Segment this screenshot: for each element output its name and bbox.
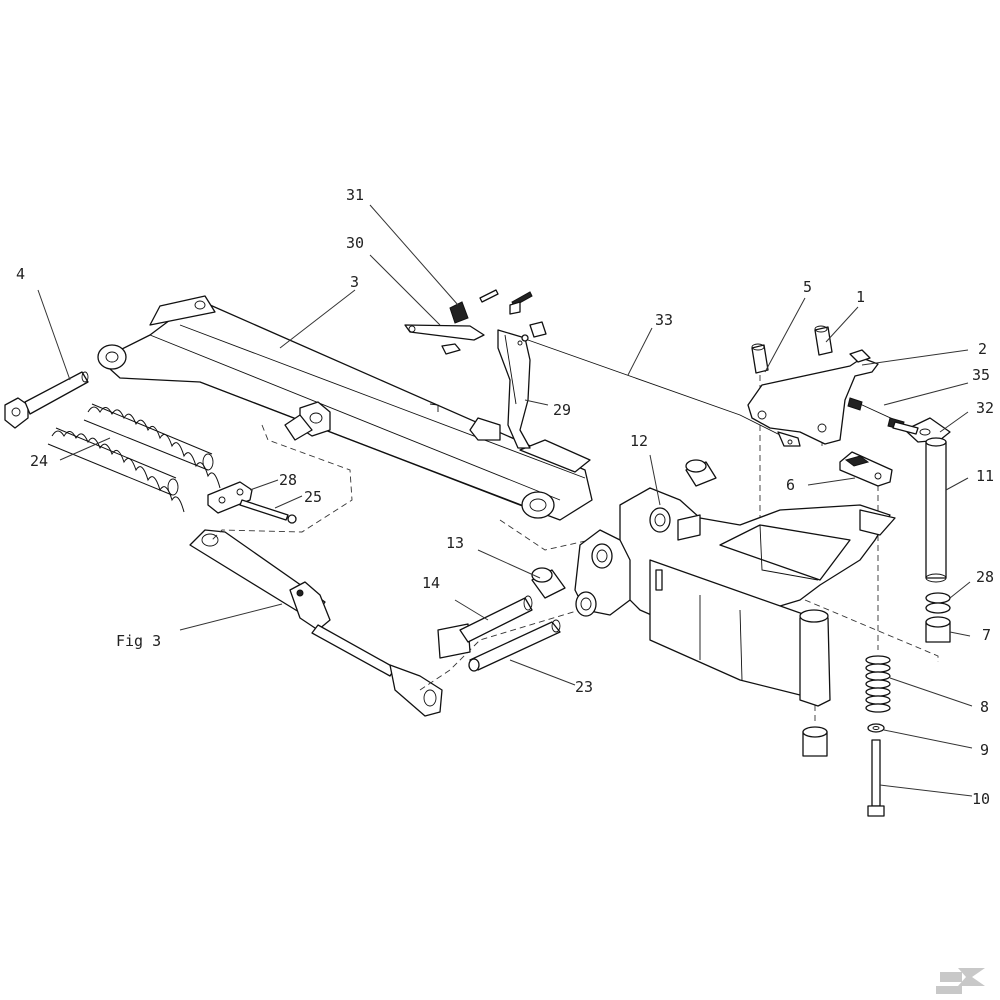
part-28-washers-right: [925, 592, 951, 614]
label-5: 5: [803, 278, 812, 296]
fig-3-cylinder: [189, 529, 443, 717]
label-13: 13: [446, 534, 464, 552]
part-13-bush-top: [685, 459, 717, 487]
part-28-plate-left: [207, 481, 253, 514]
label-24: 24: [30, 452, 48, 470]
part-29-plate: [497, 329, 531, 449]
part-9-washer: [867, 723, 885, 733]
frame-bottom-bushing: [802, 726, 828, 757]
part-8-spring: [865, 655, 891, 713]
part-32-clip: [892, 417, 951, 443]
label-3: 3: [350, 273, 359, 291]
part-3-arm: [97, 295, 593, 521]
part-24-springs: [47, 403, 221, 513]
label-fig3: Fig 3: [116, 632, 161, 650]
label-8: 8: [980, 698, 989, 716]
part-23-pin: [468, 619, 561, 672]
part-14-pin: [437, 595, 533, 659]
part-33-cable: [521, 334, 801, 447]
label-23: 23: [575, 678, 593, 696]
part-5-pin: [751, 343, 769, 374]
label-25: 25: [304, 488, 322, 506]
label-31: 31: [346, 186, 364, 204]
label-6: 6: [786, 476, 795, 494]
label-30: 30: [346, 234, 364, 252]
part-4-pin: [4, 371, 89, 429]
part-7-bushing: [925, 616, 951, 643]
part-13-bush: [531, 567, 566, 599]
label-28-left: 28: [279, 471, 297, 489]
part-12-frame: [574, 487, 896, 707]
label-32: 32: [976, 399, 994, 417]
label-14: 14: [422, 574, 440, 592]
label-2: 2: [978, 340, 987, 358]
label-33: 33: [655, 311, 673, 329]
label-9: 9: [980, 741, 989, 759]
label-1: 1: [856, 288, 865, 306]
label-35: 35: [972, 366, 990, 384]
part-25-bolt: [239, 499, 297, 524]
part-11-shaft: [925, 437, 947, 583]
label-11: 11: [976, 467, 994, 485]
part-1-pin: [814, 325, 833, 356]
label-12: 12: [630, 432, 648, 450]
label-10: 10: [972, 790, 990, 808]
part-30-bracket: [404, 324, 485, 355]
leader-lines: [37, 204, 973, 797]
label-28-right: 28: [976, 568, 994, 586]
part-10-bolt: [867, 739, 885, 817]
label-4: 4: [16, 265, 25, 283]
part-31-grease-nipple: [449, 301, 469, 324]
label-7: 7: [982, 626, 991, 644]
callout-labels: 31 30 3 4 5 1 33 2 35 32 29 12 6 11 28 2…: [16, 186, 994, 808]
part-2-lever-bracket: [747, 349, 879, 445]
small-fasteners: [479, 289, 547, 338]
k-logo-watermark: [936, 968, 985, 994]
part-6-plate: [839, 451, 893, 487]
label-29: 29: [553, 401, 571, 419]
